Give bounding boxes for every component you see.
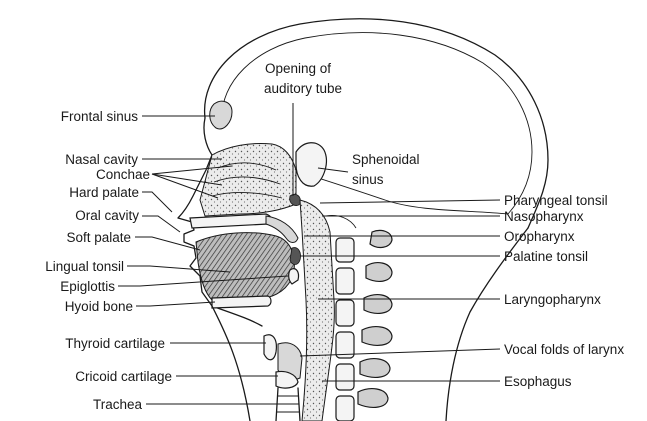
palatine-tonsil-shape xyxy=(290,248,301,265)
hard-palate-shape xyxy=(190,214,272,228)
frontal-sinus-shape xyxy=(210,101,232,129)
trachea-shape xyxy=(276,388,300,421)
sphenoidal-sinus-shape xyxy=(296,143,326,186)
label-conchae: Conchae xyxy=(96,167,150,182)
label-oropharynx: Oropharynx xyxy=(504,229,575,244)
cervical-vertebrae xyxy=(326,216,392,421)
label-hyoid-bone: Hyoid bone xyxy=(65,299,133,314)
label-laryngopharynx: Laryngopharynx xyxy=(504,292,601,307)
hyoid-bone-shape xyxy=(212,296,271,308)
label-pharyngeal-tonsil: Pharyngeal tonsil xyxy=(504,193,608,208)
thyroid-cartilage-shape xyxy=(264,335,276,360)
label-esophagus: Esophagus xyxy=(504,374,572,389)
nasal-cavity-shape xyxy=(200,143,296,216)
epiglottis-shape xyxy=(289,269,299,284)
label-oral-cavity: Oral cavity xyxy=(75,208,139,223)
label-hard-palate: Hard palate xyxy=(69,185,139,200)
label-frontal-sinus: Frontal sinus xyxy=(61,109,139,124)
label-trachea: Trachea xyxy=(93,397,143,412)
label-palatine-tonsil: Palatine tonsil xyxy=(504,249,588,264)
label-opening-auditory-tube-line2: auditory tube xyxy=(264,81,342,96)
pharynx-wall xyxy=(300,200,334,421)
label-epiglottis: Epiglottis xyxy=(60,279,115,294)
label-thyroid-cartilage: Thyroid cartilage xyxy=(65,336,165,351)
label-cricoid-cartilage: Cricoid cartilage xyxy=(75,369,172,384)
label-sphenoidal-sinus-line1: Sphenoidal xyxy=(352,152,420,167)
label-soft-palate: Soft palate xyxy=(66,230,131,245)
label-vocal-folds: Vocal folds of larynx xyxy=(504,342,624,357)
label-nasal-cavity: Nasal cavity xyxy=(65,152,138,167)
label-lingual-tonsil: Lingual tonsil xyxy=(45,259,124,274)
label-nasopharynx: Nasopharynx xyxy=(504,209,584,224)
tongue-shape xyxy=(196,233,294,300)
label-sphenoidal-sinus-line2: sinus xyxy=(352,172,384,187)
label-opening-auditory-tube-line1: Opening of xyxy=(265,61,331,76)
anatomy-drawing xyxy=(178,19,548,421)
